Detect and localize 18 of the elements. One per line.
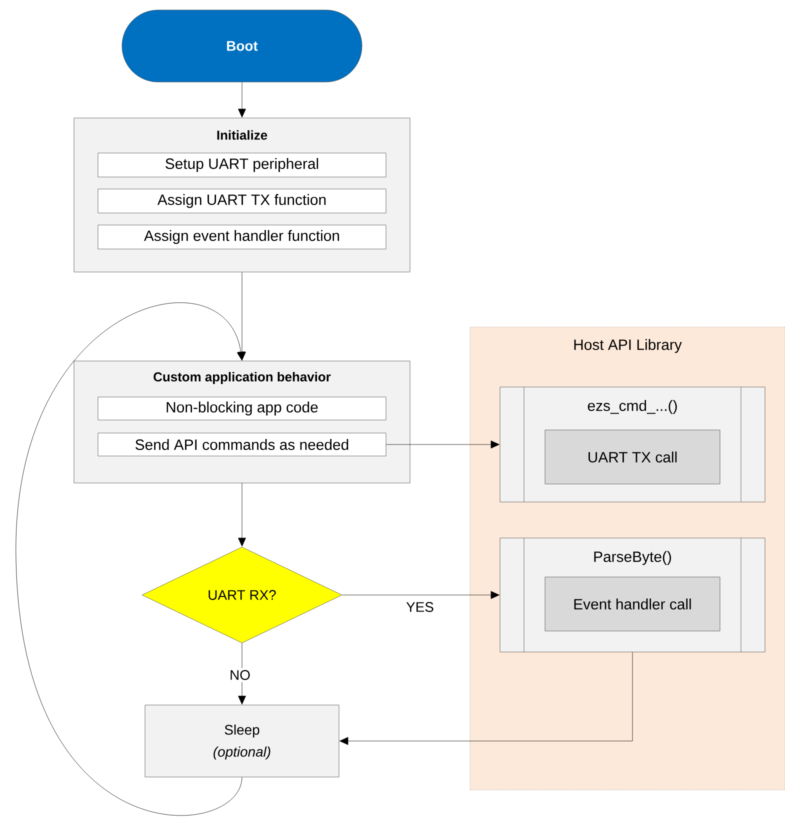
edge-label: NO (228, 668, 252, 682)
call-box: UART TX call (544, 430, 720, 484)
step-box: Assign event handler function (98, 224, 386, 250)
arrow (340, 652, 633, 745)
arrow (238, 82, 246, 118)
arrow (238, 643, 246, 705)
call-box: Event handler call (544, 576, 720, 632)
step-box: Non-blocking app code (98, 396, 386, 420)
edge-label: YES (406, 602, 434, 612)
start-terminal: Boot (122, 10, 362, 82)
arrow (16, 302, 245, 816)
step-box: Assign UART TX function (98, 188, 386, 214)
process-box: Sleep (optional) (144, 704, 340, 778)
arrow (238, 483, 246, 547)
step-box: Setup UART peripheral (98, 152, 386, 178)
arrow (342, 591, 500, 599)
step-box: Send API commands as needed (98, 432, 386, 456)
arrow (386, 440, 500, 448)
